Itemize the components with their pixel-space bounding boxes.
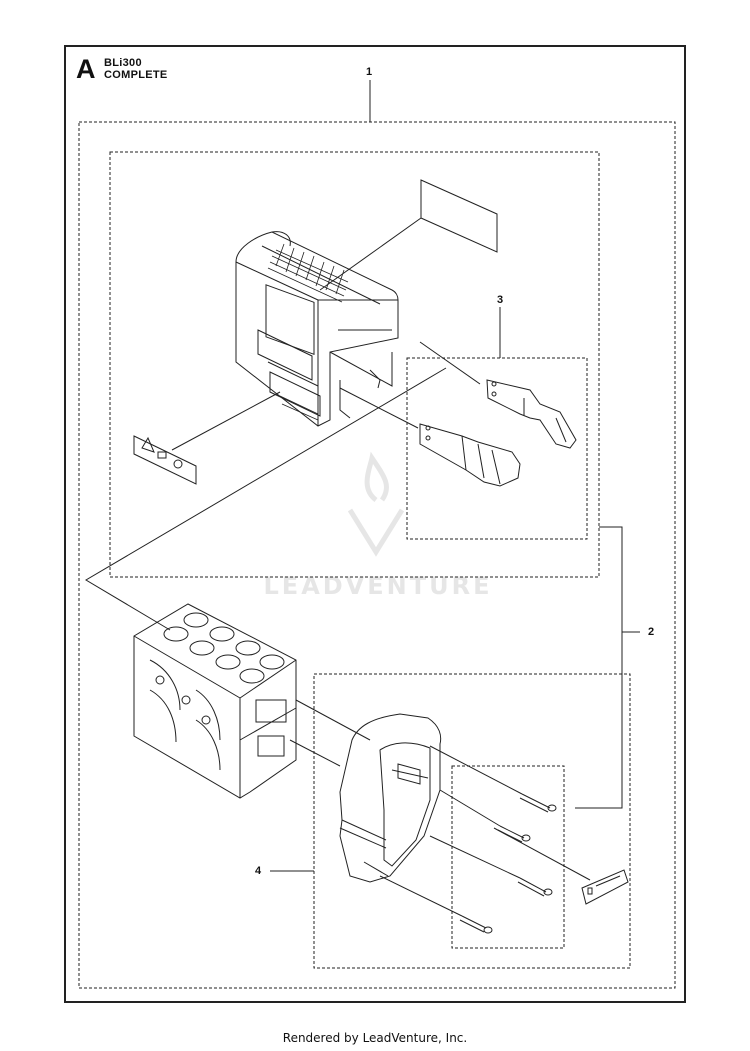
diagram-frame [64, 45, 686, 1003]
indicator-label-part [581, 869, 629, 905]
title-assembly: COMPLETE [104, 69, 168, 81]
latch-clip-upper [486, 379, 577, 449]
top-label-part [420, 179, 498, 253]
group-box-3 [406, 357, 588, 540]
callout-2: 2 [648, 626, 655, 638]
warning-label-part [133, 435, 197, 485]
latch-clip-lower [419, 423, 521, 487]
battery-cell-pack [133, 603, 297, 799]
group-box-cover [109, 151, 600, 578]
footer-credit: Rendered by LeadVenture, Inc. [282, 1031, 468, 1045]
callout-1: 1 [366, 66, 373, 78]
callout-4: 4 [255, 865, 262, 877]
vent-grille [267, 243, 349, 421]
screws [459, 793, 557, 934]
battery-end-cover [339, 713, 442, 883]
battery-top-cover [235, 231, 399, 427]
group-box-screws [451, 765, 565, 949]
section-letter: A [76, 54, 96, 84]
watermark-logo-icon [347, 451, 405, 557]
callout-3: 3 [497, 294, 504, 306]
group-box-1 [78, 121, 676, 989]
group-box-4 [313, 673, 631, 969]
title-model: BLi300 [104, 57, 142, 69]
